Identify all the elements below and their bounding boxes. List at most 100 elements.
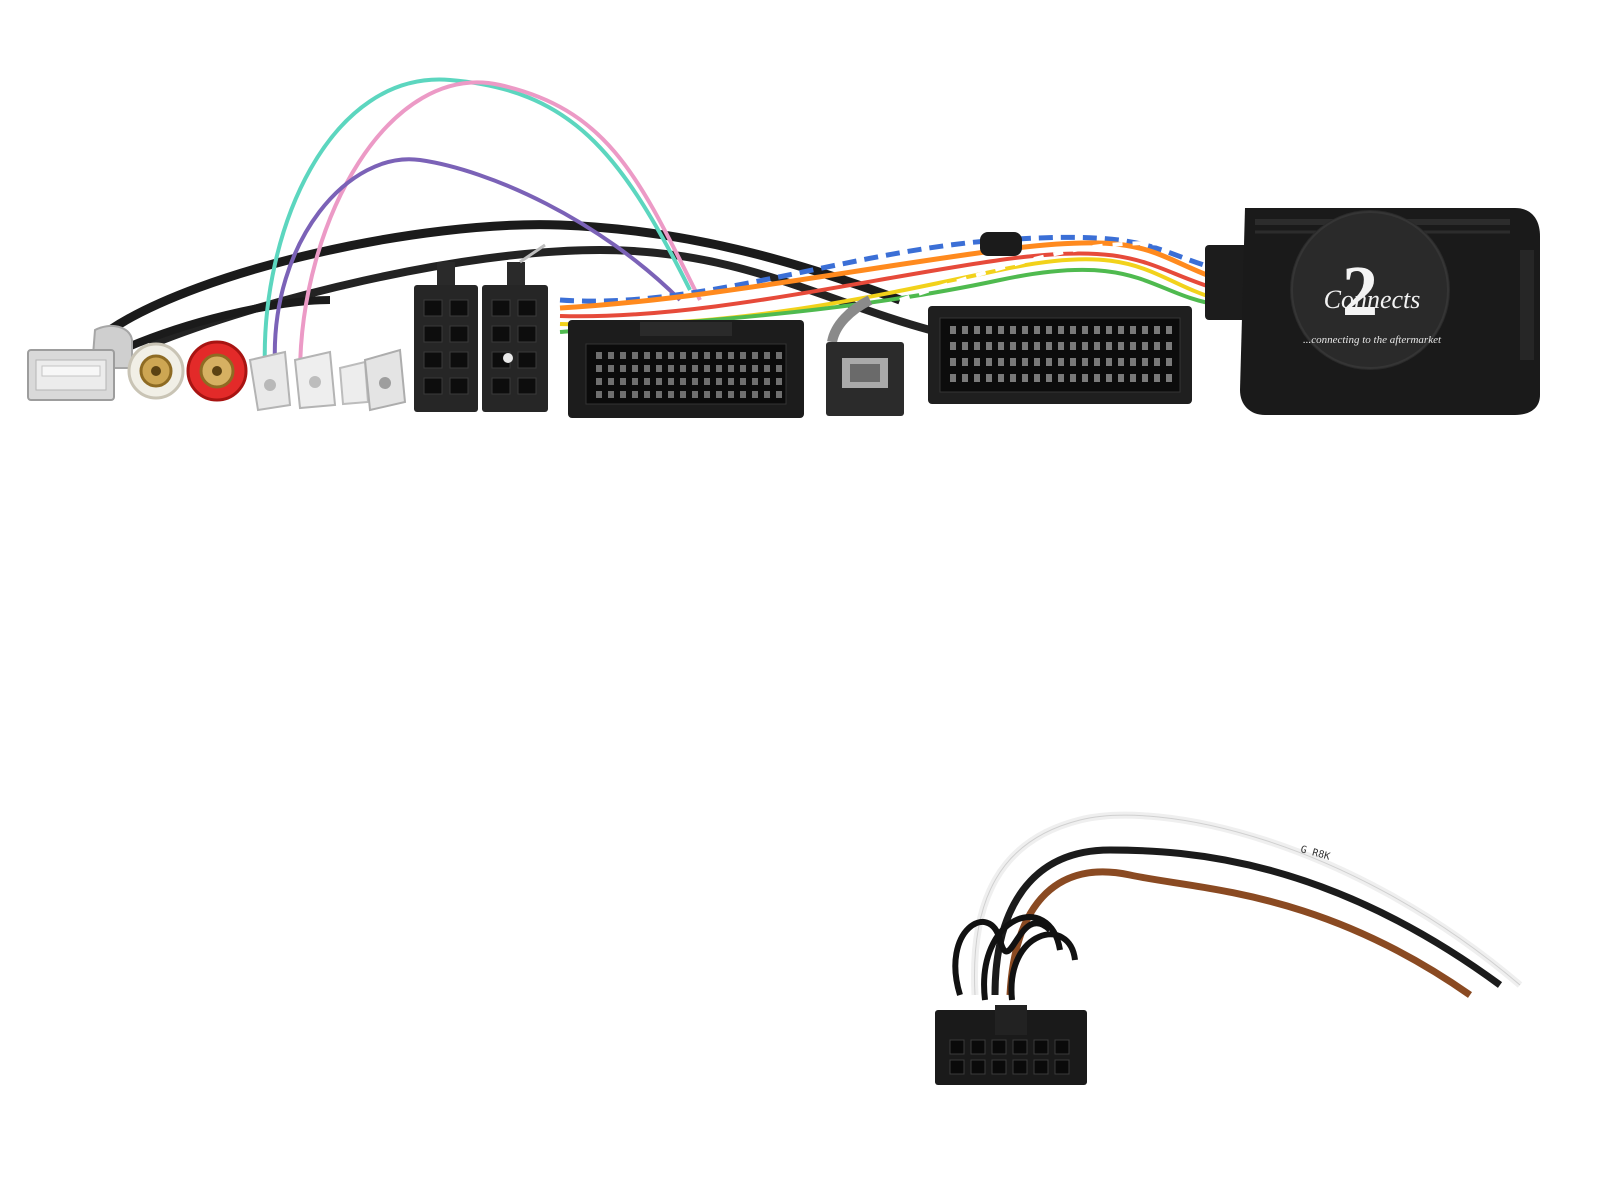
connector-pin: [962, 342, 968, 350]
connector-pin: [1058, 374, 1064, 382]
connector-pin: [1094, 358, 1100, 366]
connector-pin: [949, 1039, 965, 1055]
connector-pin: [1070, 374, 1076, 382]
connector-pin: [716, 352, 722, 359]
connector-pin: [1046, 358, 1052, 366]
connector-pin: [620, 365, 626, 372]
connector-pin: [1130, 326, 1136, 334]
connector-pin: [1058, 326, 1064, 334]
connector-pin: [1106, 326, 1112, 334]
connector-pin: [1058, 358, 1064, 366]
rca-plug-red: [186, 340, 248, 402]
connector-pin: [1033, 1059, 1049, 1075]
connector-pin: [986, 326, 992, 334]
connector-pin: [632, 378, 638, 385]
connector-pin: [970, 1059, 986, 1075]
connector-pin: [752, 391, 758, 398]
connector-pin: [1022, 326, 1028, 334]
connector-pin: [1166, 326, 1172, 334]
connector-pin: [1166, 374, 1172, 382]
connector-pin: [596, 391, 602, 398]
connector-pin: [764, 352, 770, 359]
connector-pin: [632, 352, 638, 359]
connector-pin: [1082, 326, 1088, 334]
connector-pin: [1010, 326, 1016, 334]
connector-pin: [1154, 342, 1160, 350]
connector-pin: [692, 352, 698, 359]
patch-lead-plug: [935, 1005, 1087, 1085]
connector-pin: [986, 374, 992, 382]
vehicle-plug-connector: [568, 320, 804, 418]
connector-pin: [656, 352, 662, 359]
connector-pin: [1142, 358, 1148, 366]
connector-pin: [1034, 342, 1040, 350]
connector-pin: [950, 374, 956, 382]
connector-pin: [704, 378, 710, 385]
patch-lead: G R8K: [935, 811, 1523, 1085]
connector-pin: [608, 391, 614, 398]
connector-pin: [962, 358, 968, 366]
logo-numeral: 2: [1342, 251, 1378, 331]
connector-pin: [950, 342, 956, 350]
connector-pin: [656, 391, 662, 398]
connector-pin: [1082, 342, 1088, 350]
connector-pin: [974, 358, 980, 366]
connector-pin: [1118, 358, 1124, 366]
connector-pin: [1106, 342, 1112, 350]
connector-pin: [1130, 374, 1136, 382]
connector-pin: [644, 378, 650, 385]
connector-pin: [1058, 342, 1064, 350]
bullet-connectors: [248, 348, 407, 412]
connector-pin: [596, 378, 602, 385]
connector-pin: [692, 391, 698, 398]
connector-pin: [1118, 326, 1124, 334]
connector-pin: [1166, 342, 1172, 350]
connector-pin: [1010, 358, 1016, 366]
connector-pin: [1094, 326, 1100, 334]
connector-pin: [1022, 358, 1028, 366]
connector-pin: [620, 352, 626, 359]
connector-pin: [668, 391, 674, 398]
connector-pin: [1118, 342, 1124, 350]
connector-pin: [1010, 374, 1016, 382]
connector-pin: [1154, 358, 1160, 366]
steering-control-harness: 2 Connects ...connecting to the aftermar…: [27, 77, 1540, 418]
connector-pin: [620, 378, 626, 385]
connector-pin: [776, 378, 782, 385]
connector-pin: [692, 378, 698, 385]
connector-pin: [644, 391, 650, 398]
connector-pin: [970, 1039, 986, 1055]
connector-pin: [1154, 326, 1160, 334]
connector-pin: [1034, 358, 1040, 366]
connector-pin: [950, 326, 956, 334]
connector-pin: [596, 352, 602, 359]
connector-pin: [644, 352, 650, 359]
connector-pin: [632, 365, 638, 372]
connector-pin: [1054, 1039, 1070, 1055]
connector-pin: [680, 378, 686, 385]
connector-pin: [1046, 374, 1052, 382]
connector-pin: [1106, 358, 1112, 366]
connector-pin: [1082, 374, 1088, 382]
connector-pin: [1022, 342, 1028, 350]
connector-pin: [998, 374, 1004, 382]
connector-pin: [656, 378, 662, 385]
connector-pin: [596, 365, 602, 372]
connector-pin: [608, 378, 614, 385]
connector-pin: [764, 378, 770, 385]
radio-harness-connector: [928, 306, 1192, 404]
connector-pin: [962, 326, 968, 334]
connector-pin: [1010, 342, 1016, 350]
connector-pin: [728, 391, 734, 398]
connector-pin: [668, 352, 674, 359]
connector-pin: [1034, 374, 1040, 382]
connector-pin: [776, 352, 782, 359]
small-aux-plug: [826, 295, 904, 416]
connector-pin: [764, 365, 770, 372]
connector-pin: [998, 358, 1004, 366]
connector-pin: [998, 326, 1004, 334]
connector-pin: [620, 391, 626, 398]
connector-pin: [1142, 342, 1148, 350]
connector-pin: [752, 365, 758, 372]
connector-pin: [776, 365, 782, 372]
